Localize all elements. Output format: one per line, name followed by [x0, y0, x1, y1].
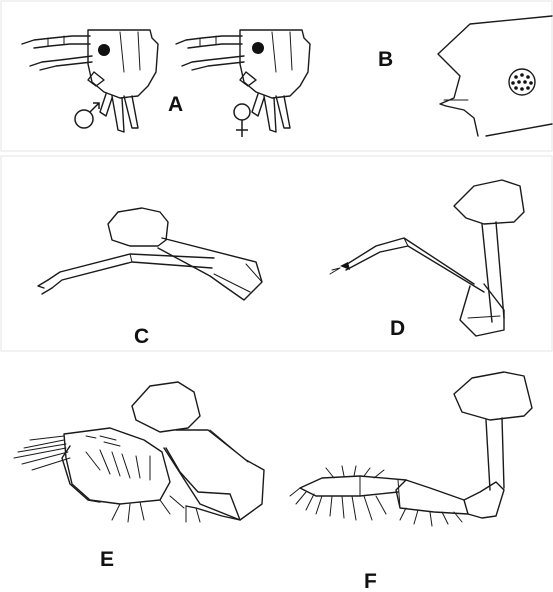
- panel-label-f: F: [364, 570, 377, 592]
- panel-a-male-head: [22, 30, 158, 132]
- panel-label-e: E: [100, 548, 114, 571]
- panel-label-a: A: [168, 93, 183, 116]
- panel-frame-middle: [1, 156, 552, 351]
- panel-b-head-detail: [438, 16, 552, 136]
- setae-e: [14, 436, 200, 522]
- eye-icon: [252, 42, 264, 54]
- panel-f-gnathopod: [290, 372, 532, 526]
- panel-e-gnathopod: [14, 382, 264, 522]
- compound-eye-icon: [509, 69, 535, 95]
- male-symbol-icon: [75, 103, 99, 128]
- panel-label-c: C: [134, 325, 149, 348]
- panel-a-female-head: [176, 30, 310, 132]
- female-symbol-icon: [234, 104, 250, 137]
- eye-icon: [98, 44, 110, 56]
- panel-label-d: D: [390, 317, 405, 340]
- panel-d-appendage: [330, 180, 524, 336]
- panel-c-appendage: [38, 208, 262, 300]
- panel-label-b: B: [378, 48, 393, 71]
